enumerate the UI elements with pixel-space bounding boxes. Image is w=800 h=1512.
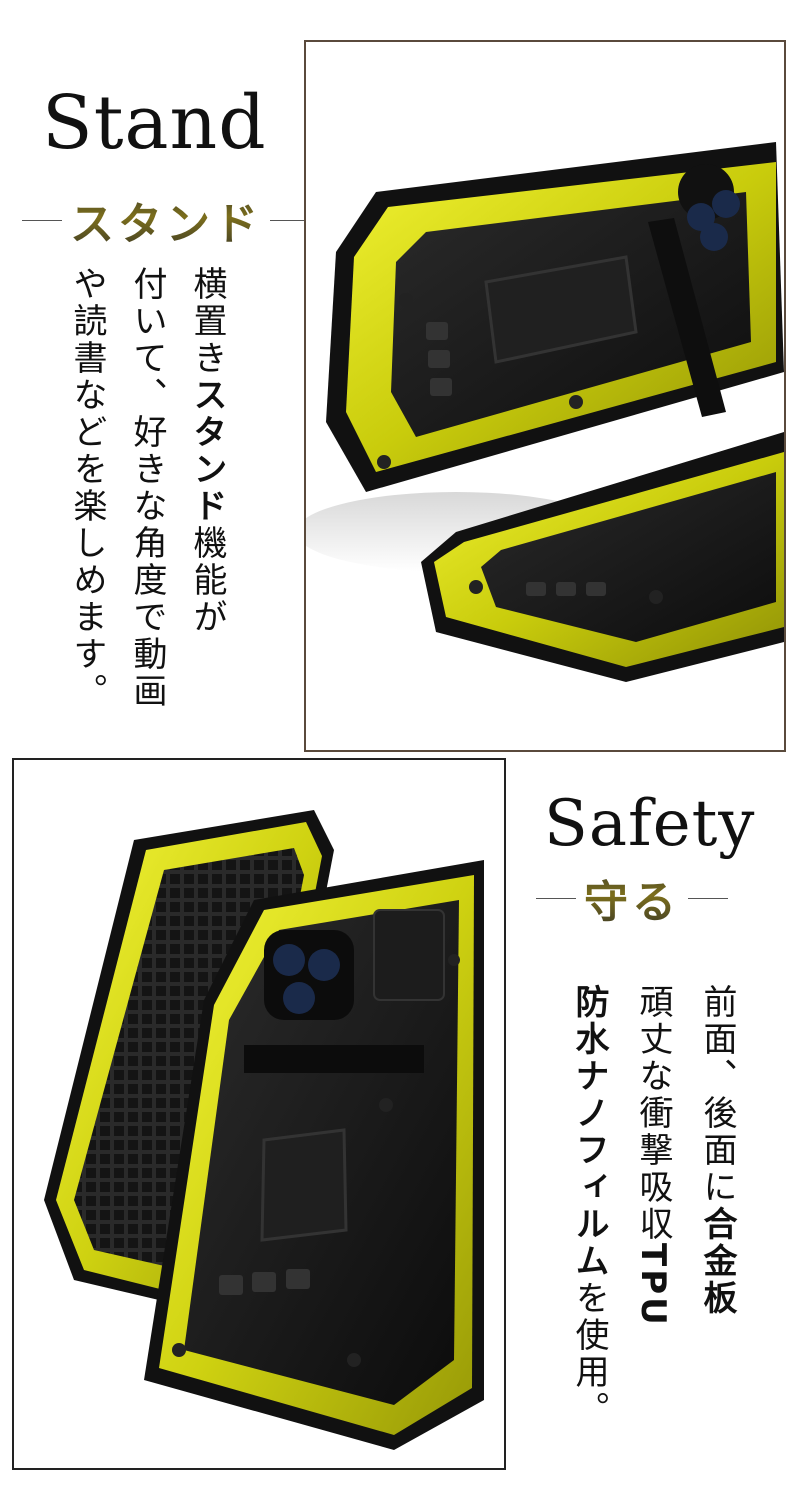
stand-title-en: Stand — [42, 80, 267, 166]
safety-text-1a: 前面、後面に — [697, 984, 737, 1206]
title-rule-left — [536, 897, 576, 899]
safety-section: Safety 守る 前面、後面に合金板 頑丈な衝撃吸収TPU 防水ナノフィルムを… — [0, 756, 800, 1512]
stand-section: Stand スタンド 横置きスタンド機能が 付いて、好きな角度で動画 や読書など… — [22, 40, 786, 752]
safety-product-photo — [12, 758, 506, 1470]
safety-title-jp-row: 守る — [536, 866, 728, 930]
safety-title-jp: 守る — [584, 866, 680, 930]
stand-product-photo — [304, 40, 786, 752]
title-rule-right — [688, 897, 728, 899]
upper-case — [326, 142, 784, 492]
safety-text-1b-bold: 合金板 — [697, 1206, 737, 1317]
kickstand — [648, 218, 726, 417]
safety-title-en: Safety — [544, 787, 756, 861]
stand-title-jp-row: スタンド — [22, 188, 310, 252]
stand-text-col-3: や読書などを楽しめます。 — [67, 266, 107, 710]
stand-text-col-1: 横置きスタンド機能が — [187, 266, 227, 636]
stand-text-col-2: 付いて、好きな角度で動画 — [127, 266, 167, 710]
stand-text-1a: 横置き — [187, 266, 227, 377]
safety-text-col-2: 頑丈な衝撃吸収TPU — [633, 984, 673, 1328]
lower-case — [421, 432, 784, 682]
stand-title-jp: スタンド — [70, 188, 262, 252]
stand-text-1c: 機能が — [187, 525, 227, 636]
phone-case-stand-illustration — [306, 142, 784, 682]
safety-text-3a-bold: 防水ナノフィルム — [569, 984, 609, 1280]
safety-text-2b-bold: TPU — [633, 1243, 673, 1328]
safety-text-2a: 頑丈な衝撃吸収 — [633, 984, 673, 1243]
safety-text-3b: を使用。 — [569, 1280, 609, 1428]
safety-text-col-1: 前面、後面に合金板 — [697, 984, 737, 1317]
back-case — [144, 860, 484, 1450]
title-rule-left — [22, 219, 62, 221]
phone-case-open-illustration — [44, 810, 484, 1450]
title-rule-right — [270, 219, 310, 221]
safety-text-col-3: 防水ナノフィルムを使用。 — [569, 984, 609, 1428]
stand-text-1b-bold: スタンド — [187, 377, 227, 525]
